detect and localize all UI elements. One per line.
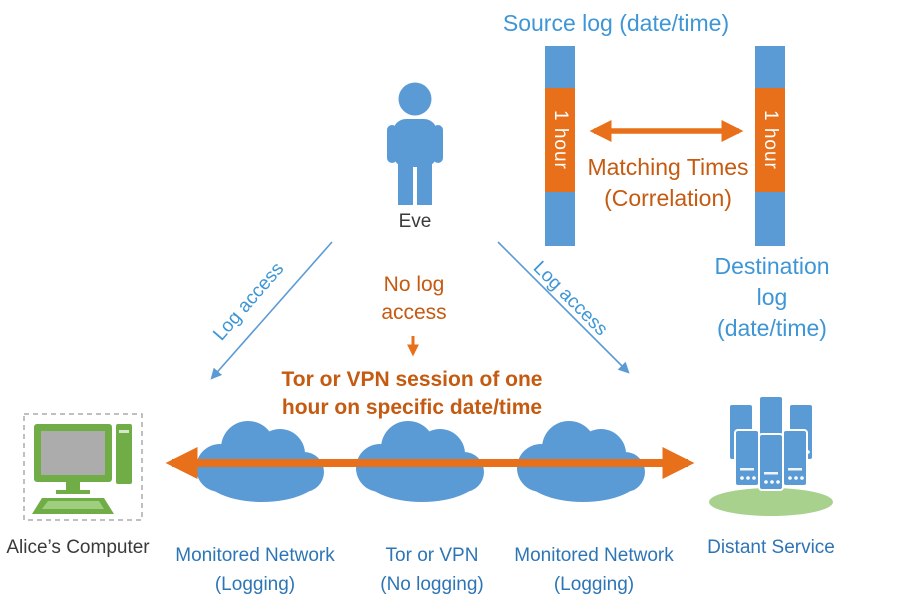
matching-times-label: Matching Times (Correlation) (587, 154, 749, 212)
monitored-network-left-label: Monitored Network (Logging) (175, 545, 335, 595)
source-hour-label: 1 hour (550, 110, 571, 170)
destination-log-label: Destination log (date/time) (714, 253, 830, 342)
log-access-left-arrow (210, 241, 333, 380)
servers-icon (709, 395, 833, 516)
eve-label: Eve (398, 211, 432, 232)
monitored-network-right-label: Monitored Network (Logging) (514, 545, 674, 595)
destination-hour-segment: 1 hour (755, 88, 785, 192)
alice-computer-label: Alice’s Computer (6, 537, 150, 558)
destination-hour-label: 1 hour (760, 110, 781, 170)
person-icon (387, 82, 443, 205)
destination-log-bar: 1 hour (755, 46, 785, 246)
source-log-bar: 1 hour (545, 46, 575, 246)
no-log-access-label: No log access (381, 273, 447, 325)
computer-icon (23, 413, 143, 521)
session-description-label: Tor or VPN session of one hour on specif… (281, 368, 543, 420)
source-log-label: Source log (date/time) (502, 10, 730, 36)
distant-service-label: Distant Service (707, 537, 835, 558)
source-hour-segment: 1 hour (545, 88, 575, 192)
log-access-right-arrow (497, 241, 630, 374)
tor-vpn-label: Tor or VPN (No logging) (380, 545, 484, 595)
